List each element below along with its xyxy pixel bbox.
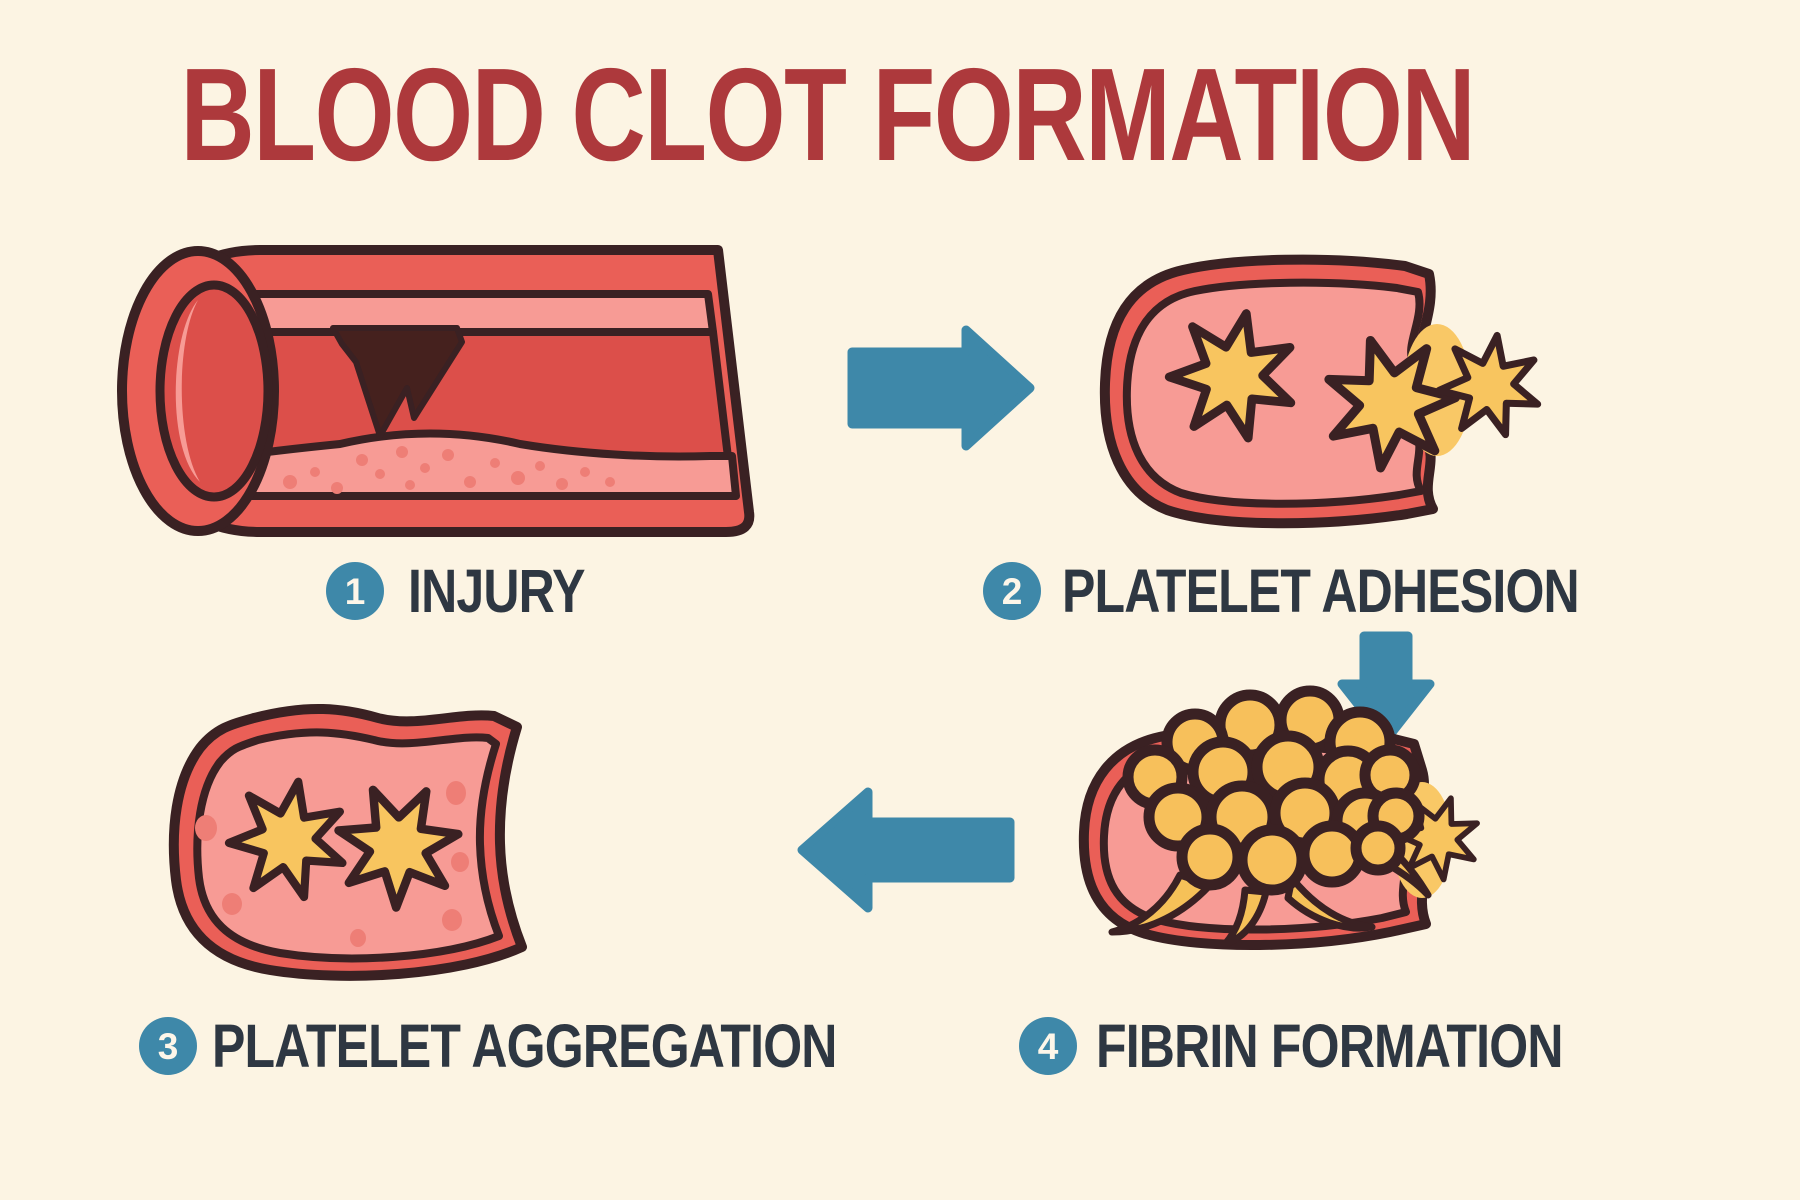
step-1-number: 1: [344, 570, 366, 612]
arrow-left-icon: [797, 787, 1015, 913]
platelet-plug-cluster: [1122, 685, 1425, 896]
arrow-right-icon: [847, 325, 1035, 451]
step-2-label: PLATELET ADHESION: [1062, 557, 1580, 625]
step-4-label: FIBRIN FORMATION: [1096, 1012, 1563, 1080]
step-4-number: 4: [1037, 1025, 1059, 1067]
vessel1-end-cap-lumen: [155, 280, 273, 502]
vessel-platelet-adhesion-illustration: [1099, 254, 1565, 529]
vessel1-cell-dots: [283, 446, 615, 494]
vessel-injury-illustration: [117, 245, 755, 537]
arrow-down-icon: [1337, 631, 1435, 745]
vessel1-wound-tear: [330, 325, 465, 439]
step-3-label: PLATELET AGGREGATION: [212, 1012, 837, 1080]
step-1-label: INJURY: [408, 557, 585, 625]
vessel1-end-cap-highlight: [175, 300, 200, 482]
step-2-badge: 2: [983, 562, 1041, 620]
vessel-platelet-aggregation-illustration: [168, 704, 527, 981]
page-title: BLOOD CLOT FORMATION: [180, 41, 1475, 188]
step-1-badge: 1: [326, 562, 384, 620]
vessel-fibrin-formation-illustration: [1078, 685, 1530, 950]
vessel3-cell-dots: [195, 781, 469, 947]
step-3-badge: 3: [139, 1017, 197, 1075]
step-3-number: 3: [157, 1025, 179, 1067]
step-4-badge: 4: [1019, 1017, 1077, 1075]
step-2-number: 2: [1001, 570, 1023, 612]
